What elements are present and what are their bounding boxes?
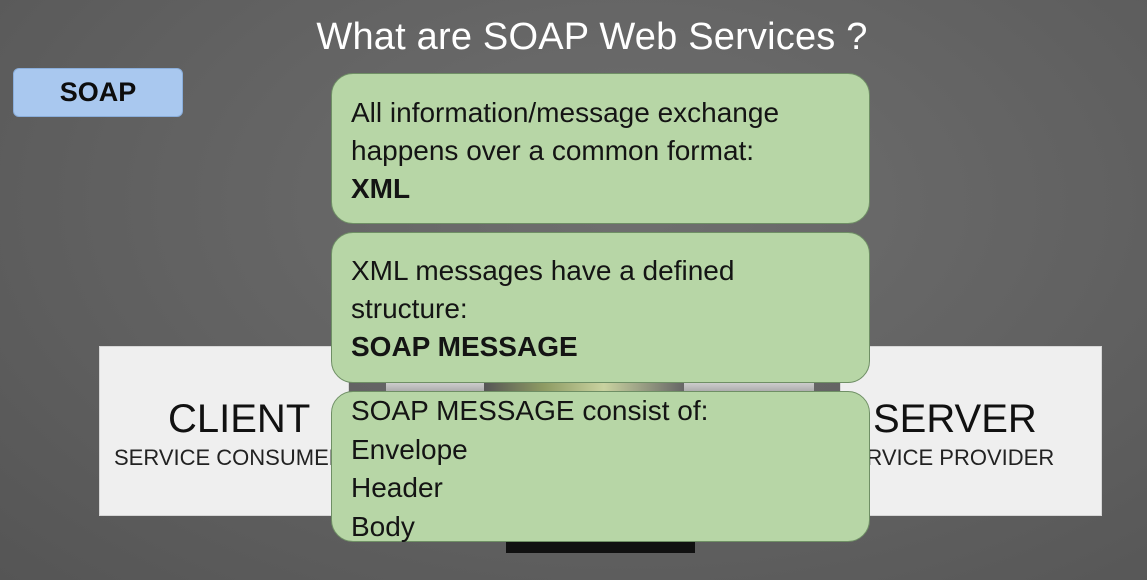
note-line: All information/message exchange <box>351 97 780 128</box>
slide-title: What are SOAP Web Services ? <box>316 16 868 58</box>
client-box: CLIENT SERVICE CONSUMER <box>99 346 349 516</box>
xml-graphic <box>484 380 684 394</box>
note-line: structure: <box>351 293 468 324</box>
client-subtitle: SERVICE CONSUMER <box>114 445 345 470</box>
note-line: XML messages have a defined <box>351 255 735 286</box>
note-xml-format: All information/message exchange happens… <box>331 73 870 224</box>
note-soap-message-parts: SOAP MESSAGE consist of: Envelope Header… <box>331 391 870 542</box>
note-xml-structure: XML messages have a defined structure: S… <box>331 232 870 383</box>
soap-tag: SOAP <box>13 68 183 117</box>
client-title: CLIENT <box>168 397 311 441</box>
note-emphasis: XML <box>351 173 411 204</box>
note-item-header: Header <box>351 472 443 503</box>
note-line: SOAP MESSAGE consist of: <box>351 395 709 426</box>
note-item-envelope: Envelope <box>351 433 468 465</box>
server-subtitle: SERVICE PROVIDER <box>837 445 1055 470</box>
server-box: SERVER SERVICE PROVIDER <box>837 346 1102 516</box>
server-title: SERVER <box>873 397 1037 441</box>
note-emphasis: SOAP MESSAGE <box>351 331 578 362</box>
note-line: happens over a common format: <box>351 135 755 166</box>
note-item-body: Body <box>351 510 415 542</box>
